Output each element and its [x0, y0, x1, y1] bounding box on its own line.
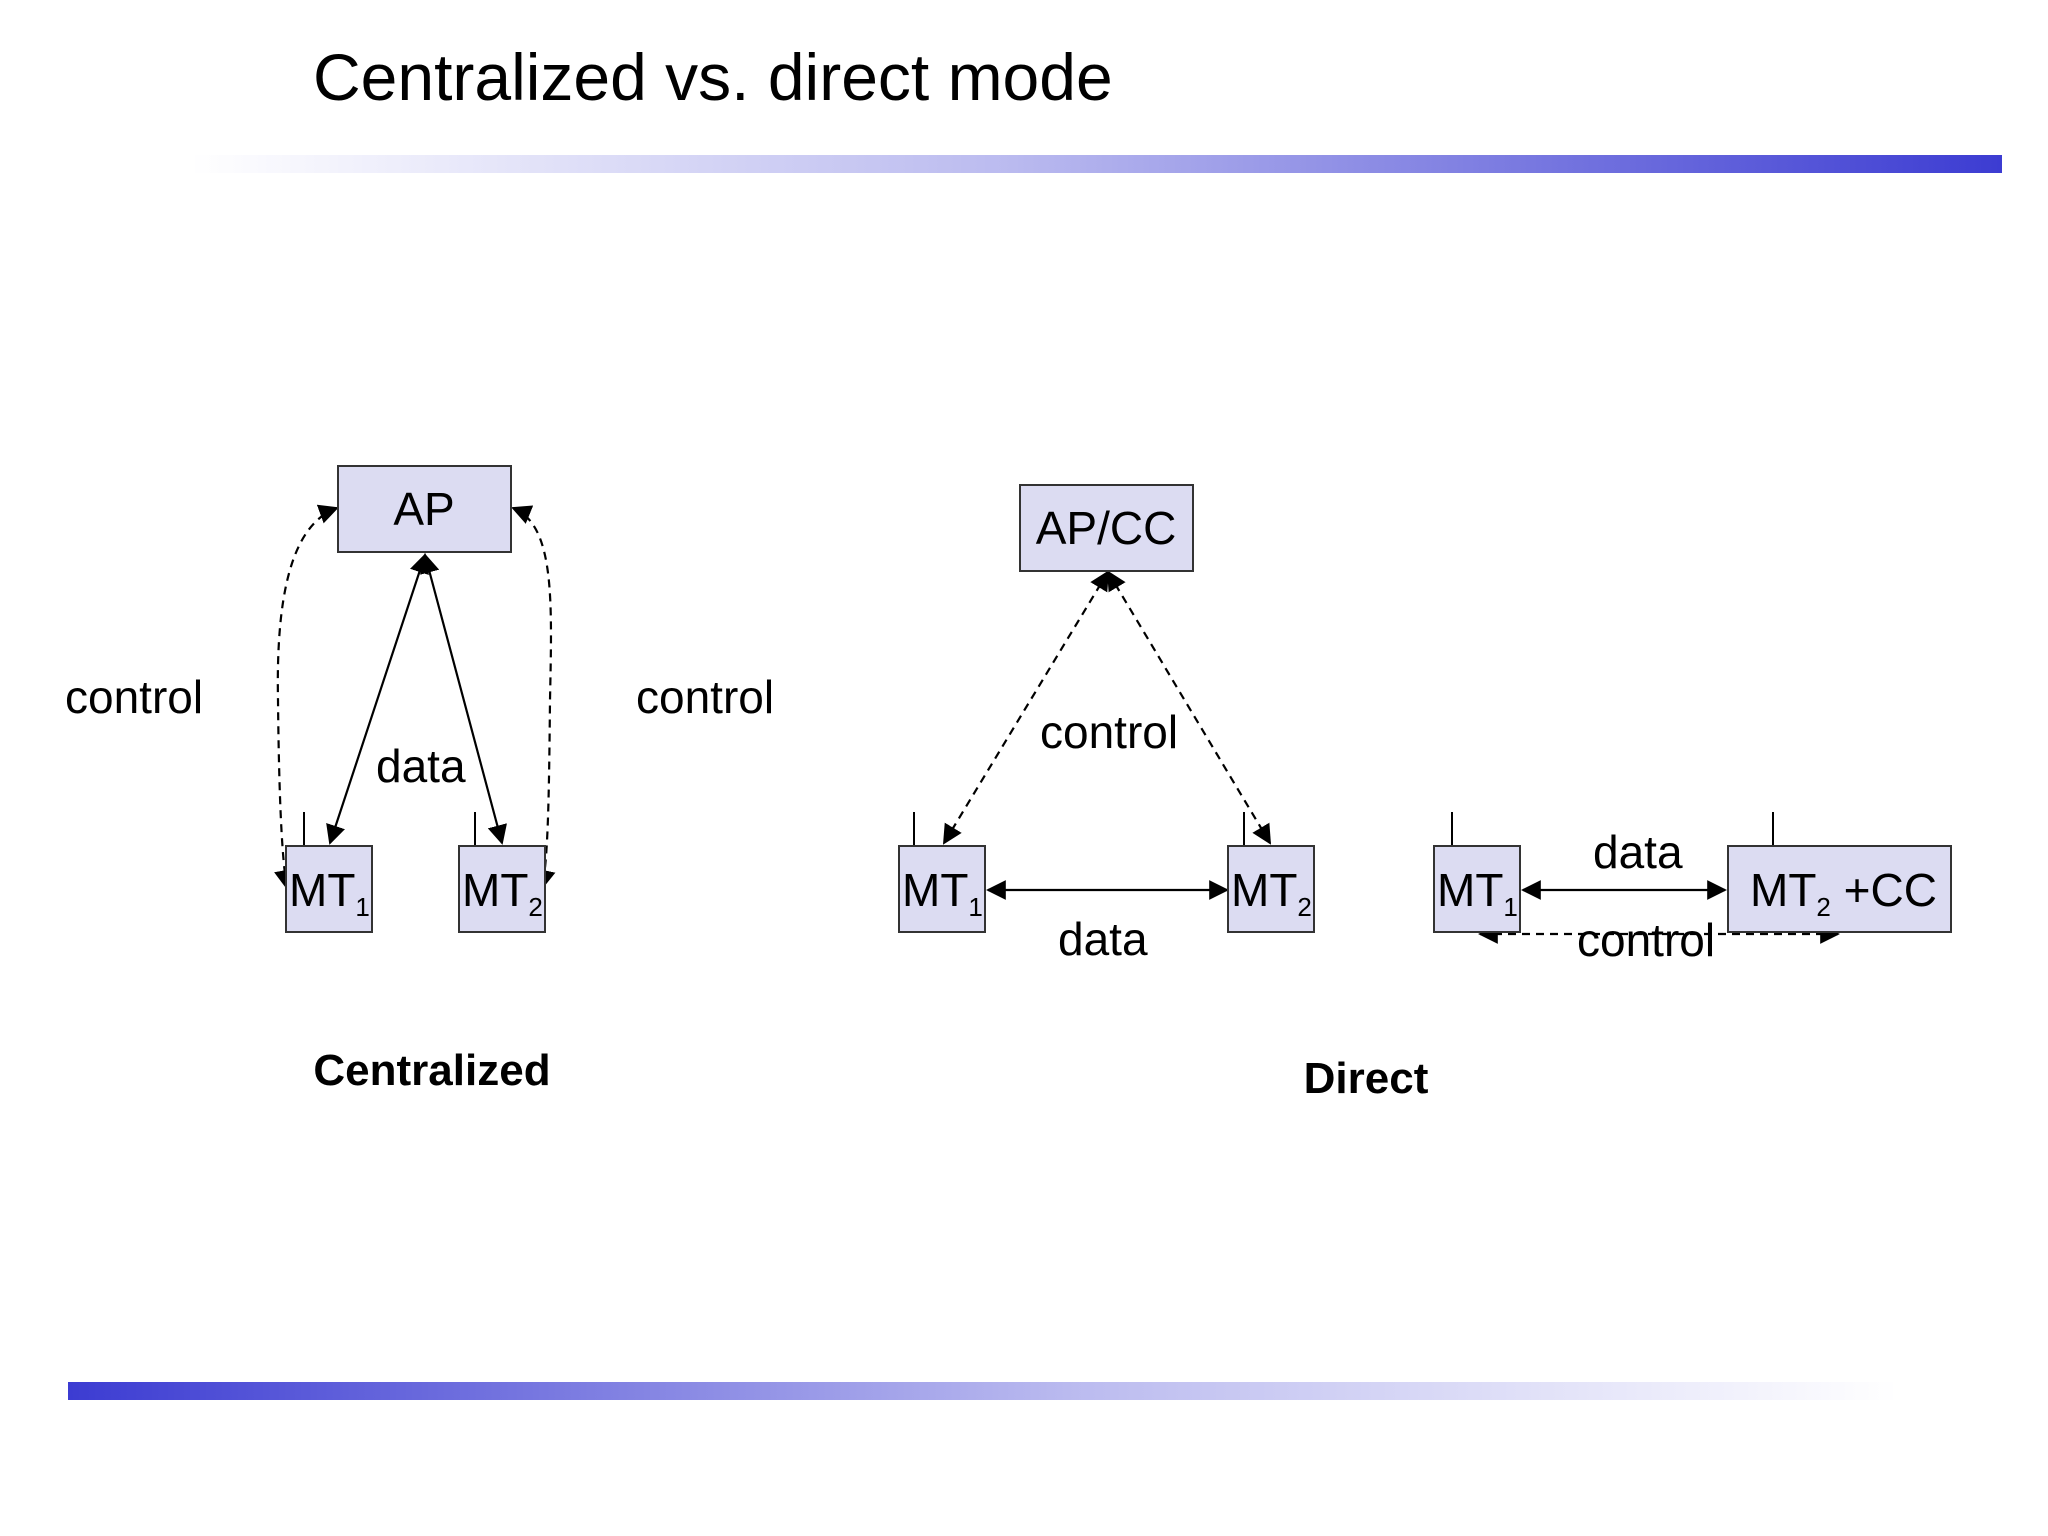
control-arrow-left [274, 504, 339, 890]
centralized-diagram: AP MT1 MT2 data control control Centrali… [65, 465, 774, 1095]
centralized-caption: Centralized [313, 1046, 550, 1095]
title-underline-bar [190, 155, 2002, 173]
direct-mt1-node: MT1 [898, 845, 986, 933]
direct-diagram: AP/CC MT1 MT2 control data MT1 MT2 +CC d… [898, 484, 1952, 1103]
pair-mt2cc-node: MT2 +CC [1727, 845, 1952, 933]
pair-mt1-label: MT1 [1437, 864, 1518, 922]
data-arrow-ap-mt1 [326, 553, 429, 845]
control-label-right: control [636, 671, 774, 723]
control-arrow-apcc-mt1 [942, 570, 1110, 845]
direct-data-label: data [1058, 913, 1148, 965]
control-arrow-apcc-mt2 [1106, 570, 1272, 845]
pair-mt2cc-label: MT2 +CC [1750, 864, 1937, 922]
data-label: data [376, 740, 466, 792]
page-title: Centralized vs. direct mode [313, 40, 1113, 114]
apcc-node: AP/CC [1019, 484, 1194, 572]
direct-mt2-label: MT2 [1231, 864, 1312, 922]
control-label-left: control [65, 671, 203, 723]
ap-node: AP [337, 465, 512, 553]
direct-mt2-node: MT2 [1227, 845, 1315, 933]
ap-label: AP [393, 483, 454, 535]
mt1-node: MT1 [285, 845, 373, 933]
direct-mt1-label: MT1 [902, 864, 983, 922]
footer-bar [68, 1382, 1898, 1400]
pair-control-label: control [1577, 914, 1715, 966]
direct-control-label: control [1040, 706, 1178, 758]
control-arrow-right [511, 505, 556, 890]
mt1-label: MT1 [289, 864, 370, 922]
mt2-label: MT2 [462, 864, 543, 922]
apcc-label: AP/CC [1036, 502, 1177, 554]
direct-caption: Direct [1304, 1054, 1429, 1103]
mt2-node: MT2 [458, 845, 546, 933]
data-arrow-ap-mt2 [420, 553, 507, 845]
pair-data-label: data [1593, 826, 1683, 878]
pair-mt1-node: MT1 [1433, 845, 1521, 933]
